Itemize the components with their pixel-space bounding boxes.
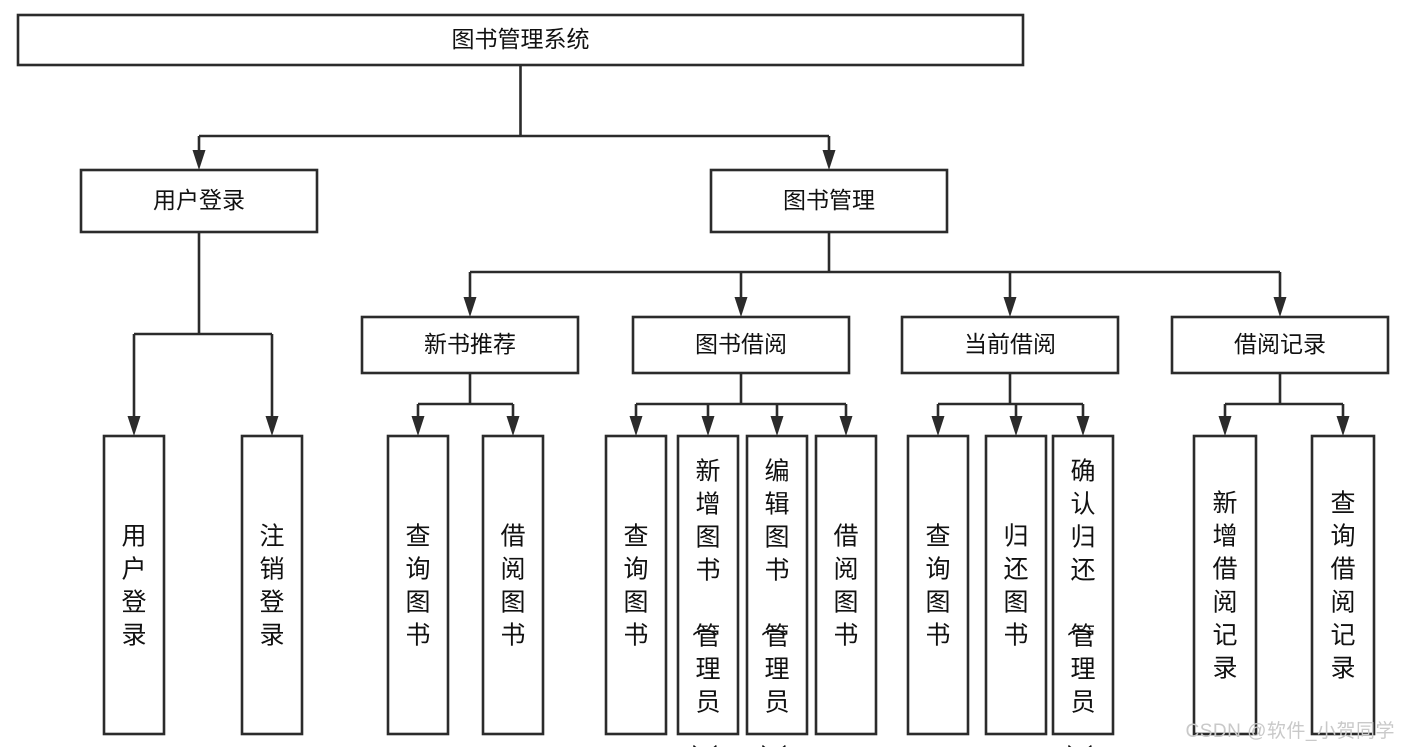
- node-box: [709, 168, 949, 234]
- node-box: [604, 434, 668, 736]
- edge-group: [411, 373, 520, 436]
- node-label: 归还图书: [1003, 523, 1028, 650]
- node-leaf-bw-borrow[interactable]: 借阅图书: [814, 434, 878, 736]
- edge-group: [192, 65, 836, 170]
- edge-group: [931, 373, 1090, 436]
- node-label: 新增借阅记录: [1212, 490, 1237, 683]
- node-label: 图书管理系统: [452, 26, 590, 52]
- node-label: 查询图书: [623, 523, 648, 650]
- node-leaf-cb-return[interactable]: 归还图书: [984, 434, 1048, 736]
- edge-group: [127, 232, 279, 436]
- node-l2-manage[interactable]: 图书管理: [709, 168, 949, 234]
- node-label: 用户登录: [121, 523, 146, 650]
- node-box: [814, 434, 878, 736]
- node-label: 查询借阅记录: [1330, 490, 1355, 683]
- edge-group: [463, 232, 1287, 317]
- node-box: [631, 315, 851, 375]
- node-box: [360, 315, 580, 375]
- node-box: [1310, 434, 1376, 736]
- node-layer: 图书管理系统用户登录图书管理新书推荐图书借阅当前借阅借阅记录用户登录注销登录查询…: [16, 13, 1390, 747]
- node-l3-borrow[interactable]: 图书借阅: [631, 315, 851, 375]
- node-box: [906, 434, 970, 736]
- edge-group: [629, 373, 853, 436]
- node-leaf-user-logout[interactable]: 注销登录: [240, 434, 304, 736]
- node-leaf-nb-borrow[interactable]: 借阅图书: [481, 434, 545, 736]
- edge-group: [1218, 373, 1350, 436]
- node-box: [984, 434, 1048, 736]
- connector-layer: [127, 65, 1350, 436]
- node-label: 编辑图书（管理员）: [758, 458, 789, 747]
- node-leaf-user-login[interactable]: 用户登录: [102, 434, 166, 736]
- node-label: 确认归还（管理员）: [1064, 458, 1095, 747]
- node-l3-newbook[interactable]: 新书推荐: [360, 315, 580, 375]
- node-leaf-nb-query[interactable]: 查询图书: [386, 434, 450, 736]
- node-l3-record[interactable]: 借阅记录: [1170, 315, 1390, 375]
- node-leaf-bw-edit[interactable]: 编辑图书（管理员）: [745, 434, 809, 747]
- node-box: [79, 168, 319, 234]
- node-label: 当前借阅: [964, 331, 1056, 357]
- node-leaf-cb-query[interactable]: 查询图书: [906, 434, 970, 736]
- node-label: 查询图书: [925, 523, 950, 650]
- node-leaf-rc-query[interactable]: 查询借阅记录: [1310, 434, 1376, 736]
- node-label: 新增图书（管理员）: [689, 458, 720, 747]
- watermark-label: CSDN @软件_小贺同学: [1185, 721, 1395, 742]
- node-label: 查询图书: [405, 523, 430, 650]
- node-l2-login[interactable]: 用户登录: [79, 168, 319, 234]
- node-label: 注销登录: [259, 523, 284, 650]
- node-box: [481, 434, 545, 736]
- node-box: [1192, 434, 1258, 736]
- node-leaf-bw-add[interactable]: 新增图书（管理员）: [676, 434, 740, 747]
- node-label: 借阅图书: [833, 523, 858, 650]
- node-box: [386, 434, 450, 736]
- node-box: [16, 13, 1025, 67]
- node-l3-current[interactable]: 当前借阅: [900, 315, 1120, 375]
- node-leaf-rc-add[interactable]: 新增借阅记录: [1192, 434, 1258, 736]
- node-label: 借阅记录: [1234, 331, 1326, 357]
- node-leaf-cb-confirm[interactable]: 确认归还（管理员）: [1051, 434, 1115, 747]
- node-label: 用户登录: [153, 187, 245, 213]
- node-box: [240, 434, 304, 736]
- node-root[interactable]: 图书管理系统: [16, 13, 1025, 67]
- node-label: 图书借阅: [695, 331, 787, 357]
- node-box: [745, 434, 809, 736]
- node-box: [102, 434, 166, 736]
- node-label: 新书推荐: [424, 331, 516, 357]
- node-label: 借阅图书: [500, 523, 525, 650]
- node-box: [900, 315, 1120, 375]
- node-box: [1170, 315, 1390, 375]
- node-leaf-bw-query[interactable]: 查询图书: [604, 434, 668, 736]
- node-label: 图书管理: [783, 187, 875, 213]
- node-box: [1051, 434, 1115, 736]
- node-box: [676, 434, 740, 736]
